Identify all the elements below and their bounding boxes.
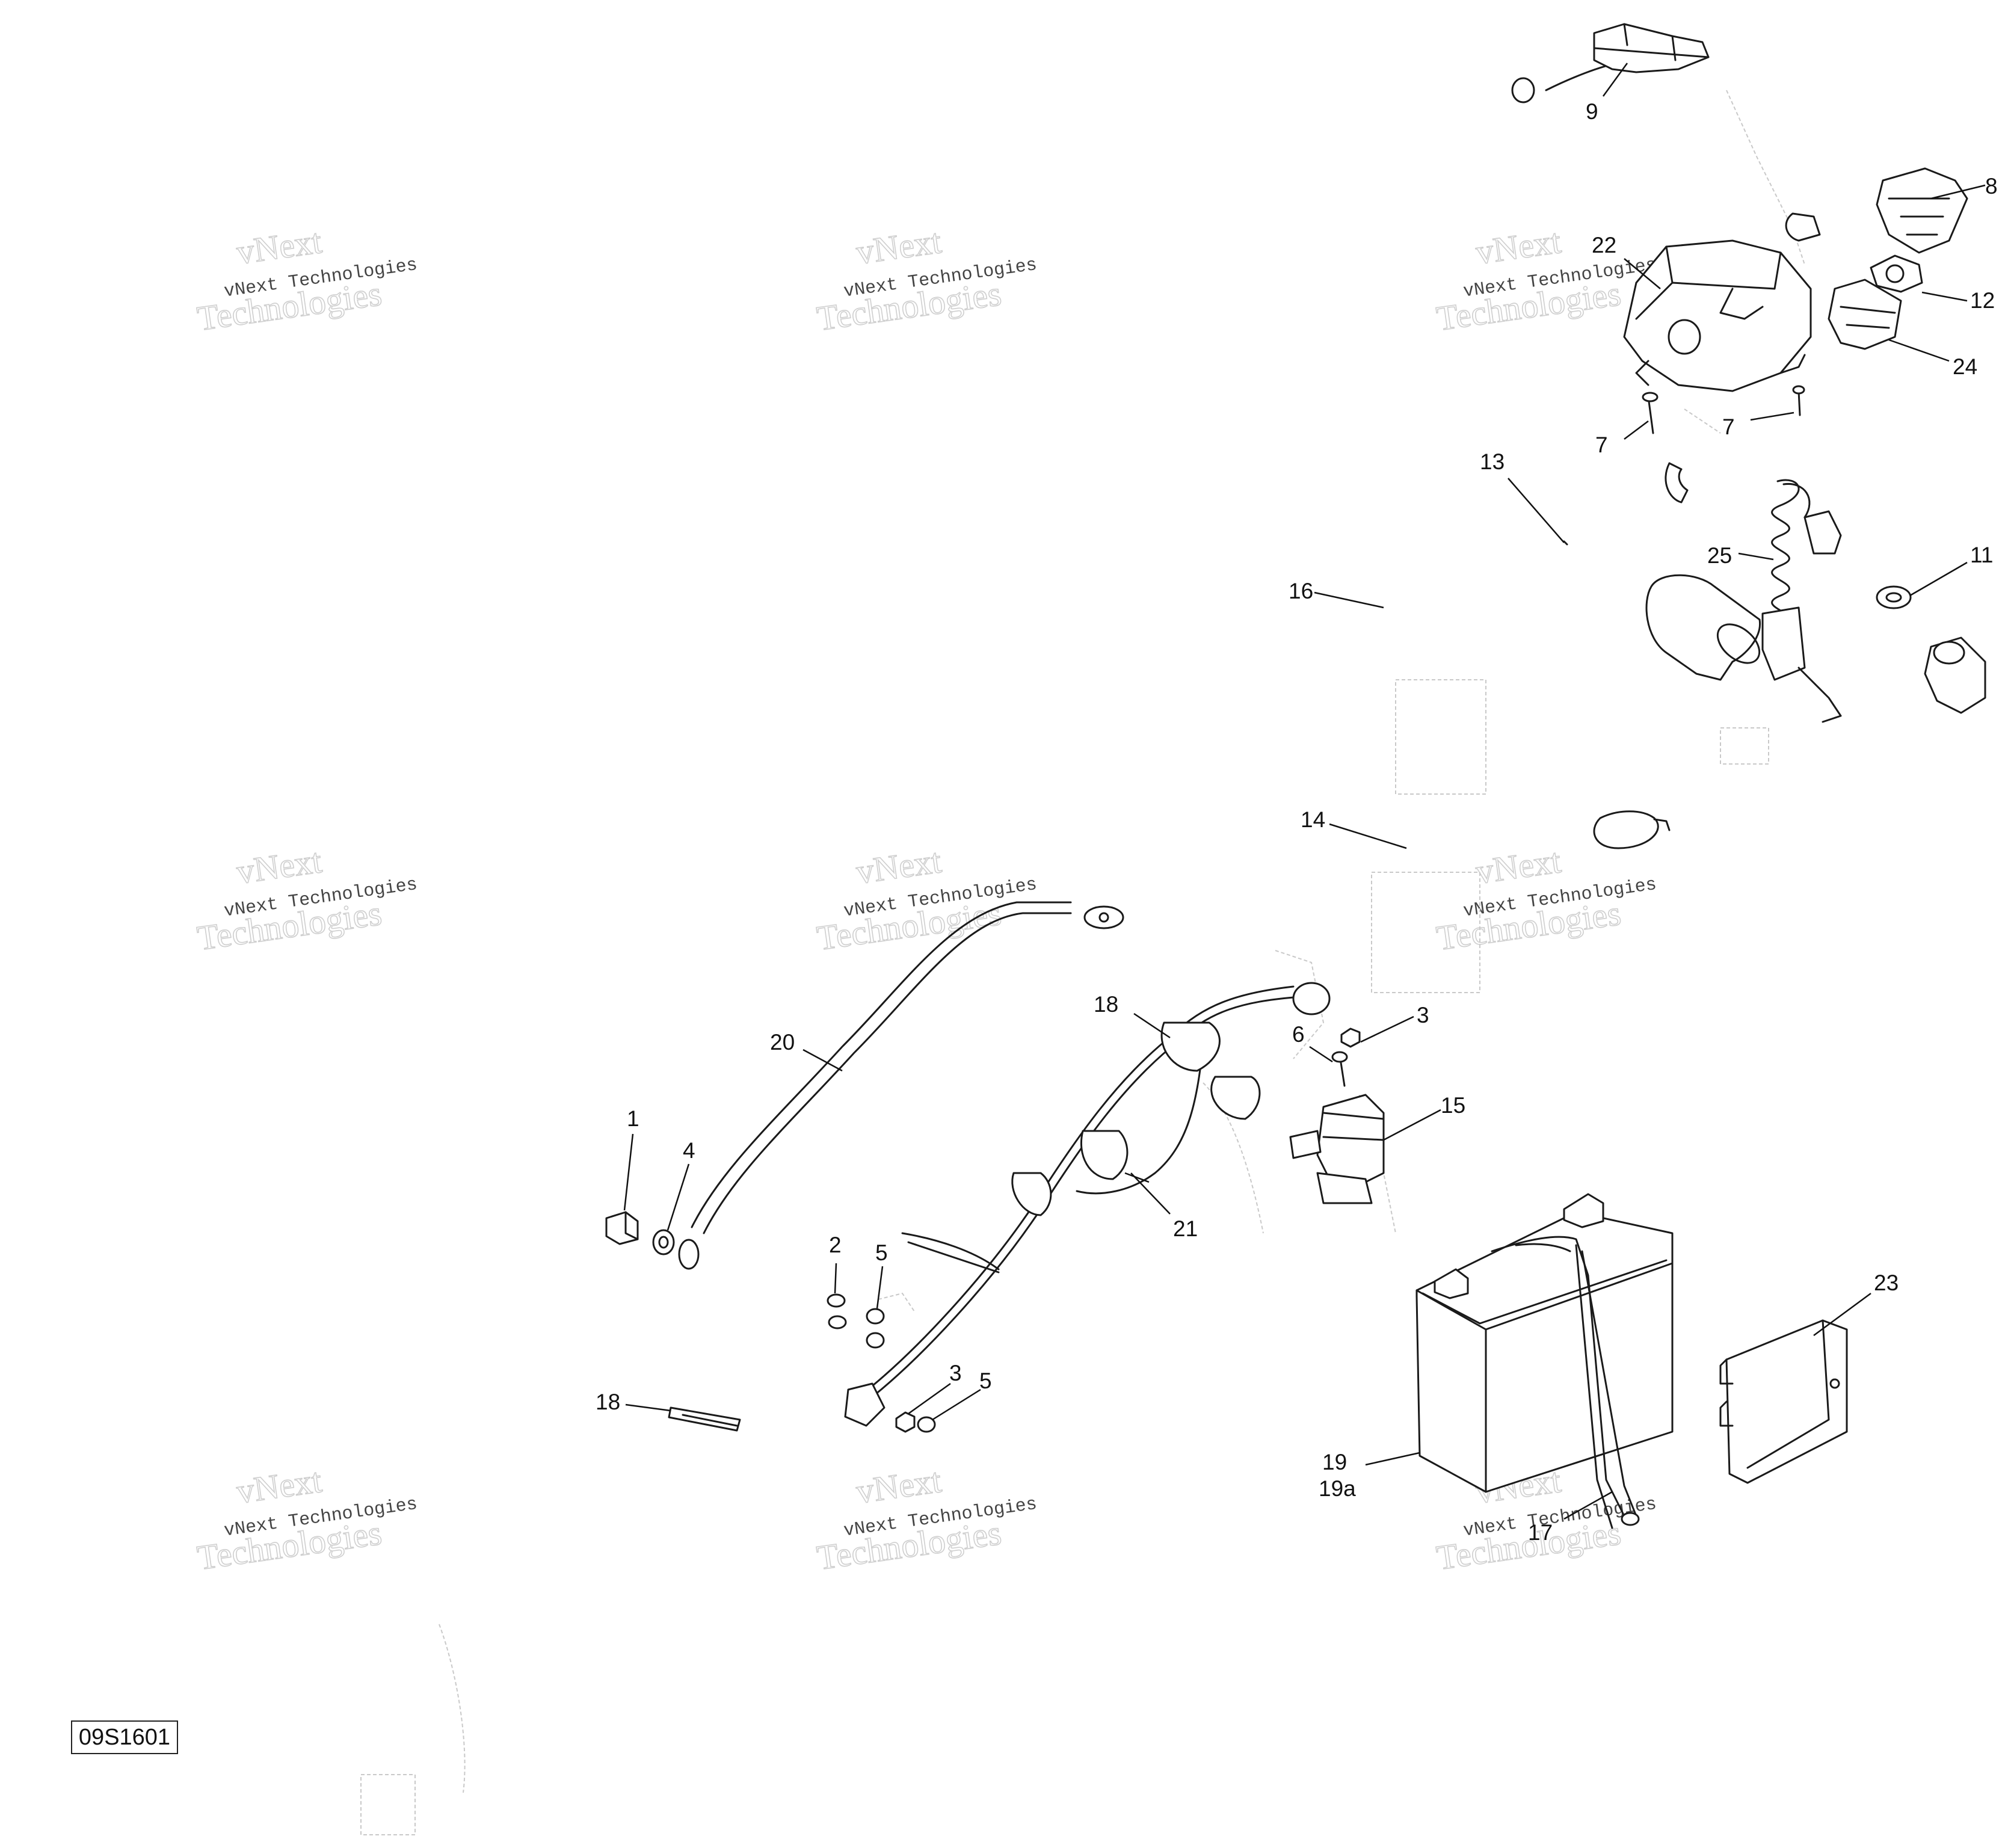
callout-19: 19 — [1322, 1450, 1347, 1474]
nut-part-3-upper — [1340, 1027, 1361, 1048]
reference-code-label: 09S1601 — [71, 1720, 178, 1754]
callout-19a: 19a — [1319, 1476, 1356, 1501]
washer-part-5-upper — [866, 1308, 885, 1349]
watermark: vNext vNext Technologies Technologies — [194, 840, 419, 958]
lanyard-part-25 — [1761, 479, 1842, 723]
watermark: vNext vNext Technologies Technologies — [1434, 221, 1658, 339]
callout-7-left: 7 — [1595, 433, 1608, 457]
switch-part-8 — [1876, 167, 1968, 254]
cable-tie-loose-part-18 — [668, 1406, 741, 1432]
callout-1: 1 — [627, 1106, 639, 1131]
svg-text:vNext: vNext — [854, 1461, 943, 1511]
callout-3-lower: 3 — [949, 1361, 962, 1385]
callout-9: 9 — [1586, 99, 1598, 124]
nut-part-3-lower — [895, 1411, 916, 1433]
callout-21: 21 — [1173, 1216, 1198, 1241]
callout-4: 4 — [683, 1138, 695, 1163]
watermark: vNext vNext Technologies Technologies — [194, 221, 419, 339]
callout-22: 22 — [1592, 233, 1616, 257]
washer-part-5-lower — [917, 1416, 936, 1433]
harness-connector-part-9 — [1511, 23, 1710, 103]
cable-clip-small — [1665, 462, 1689, 504]
cable-tie-part-18 — [907, 1021, 1261, 1274]
callout-24: 24 — [1953, 354, 1977, 379]
washer-part-4 — [652, 1229, 675, 1255]
callout-20: 20 — [770, 1030, 795, 1055]
watermark: vNext vNext Technologies Technologies — [814, 1460, 1038, 1578]
callout-5-lower: 5 — [979, 1369, 992, 1393]
callout-13: 13 — [1480, 449, 1505, 474]
bolt-part-1 — [605, 1211, 639, 1245]
control-module-part-22 — [1623, 239, 1812, 392]
strap-part-17 — [1491, 1236, 1640, 1529]
callout-7-right: 7 — [1722, 414, 1735, 439]
svg-text:vNext: vNext — [1473, 221, 1563, 272]
callout-11: 11 — [1970, 543, 1993, 567]
callout-2: 2 — [829, 1233, 842, 1257]
svg-text:vNext: vNext — [854, 221, 943, 272]
loop-tie-part-14-area — [1593, 810, 1671, 849]
callout-14: 14 — [1301, 807, 1325, 832]
svg-text:vNext: vNext — [234, 841, 324, 892]
callout-3-upper: 3 — [1417, 1003, 1429, 1027]
callout-6: 6 — [1292, 1022, 1305, 1047]
screw-part-2 — [827, 1293, 847, 1329]
screw-part-7-right — [1792, 385, 1805, 416]
callout-18-upper: 18 — [1094, 992, 1118, 1017]
svg-text:vNext: vNext — [854, 841, 943, 892]
svg-text:vNext: vNext — [1473, 841, 1563, 892]
svg-text:vNext: vNext — [234, 1461, 324, 1511]
callout-25: 25 — [1707, 543, 1732, 568]
callout-17: 17 — [1528, 1520, 1553, 1545]
watermark: vNext vNext Technologies Technologies — [814, 840, 1038, 958]
regulator-part-23 — [1719, 1319, 1848, 1484]
callout-23: 23 — [1874, 1270, 1899, 1295]
watermark: vNext vNext Technologies Technologies — [194, 1460, 419, 1578]
clip-part-12 — [1870, 254, 1923, 293]
callout-5-upper: 5 — [875, 1240, 888, 1265]
watermark: vNext vNext Technologies Technologies — [814, 221, 1038, 339]
screw-part-6 — [1331, 1051, 1348, 1087]
screw-part-7-left — [1642, 392, 1659, 434]
solenoid-part-15 — [1289, 1094, 1385, 1204]
connector-part-24 — [1828, 279, 1902, 350]
nut-part-11 — [1876, 585, 1912, 609]
battery-part-19 — [1415, 1193, 1674, 1493]
boot-part-16 — [1645, 574, 1761, 681]
svg-text:vNext: vNext — [234, 221, 324, 272]
cable-part-20 — [678, 901, 1124, 1270]
callout-8: 8 — [1985, 174, 1998, 199]
callout-18-lower: 18 — [596, 1390, 620, 1414]
callouts: 9 8 22 12 24 7 7 13 25 11 16 14 — [596, 63, 1998, 1545]
cable-tie-upper — [1785, 212, 1821, 242]
callout-16: 16 — [1289, 579, 1313, 603]
ghost-context — [360, 90, 1805, 1835]
callout-15: 15 — [1441, 1093, 1465, 1118]
callout-12: 12 — [1970, 288, 1995, 313]
knob-part-11-body — [1924, 636, 1986, 714]
harness-routing-part-13 — [1563, 540, 1568, 546]
